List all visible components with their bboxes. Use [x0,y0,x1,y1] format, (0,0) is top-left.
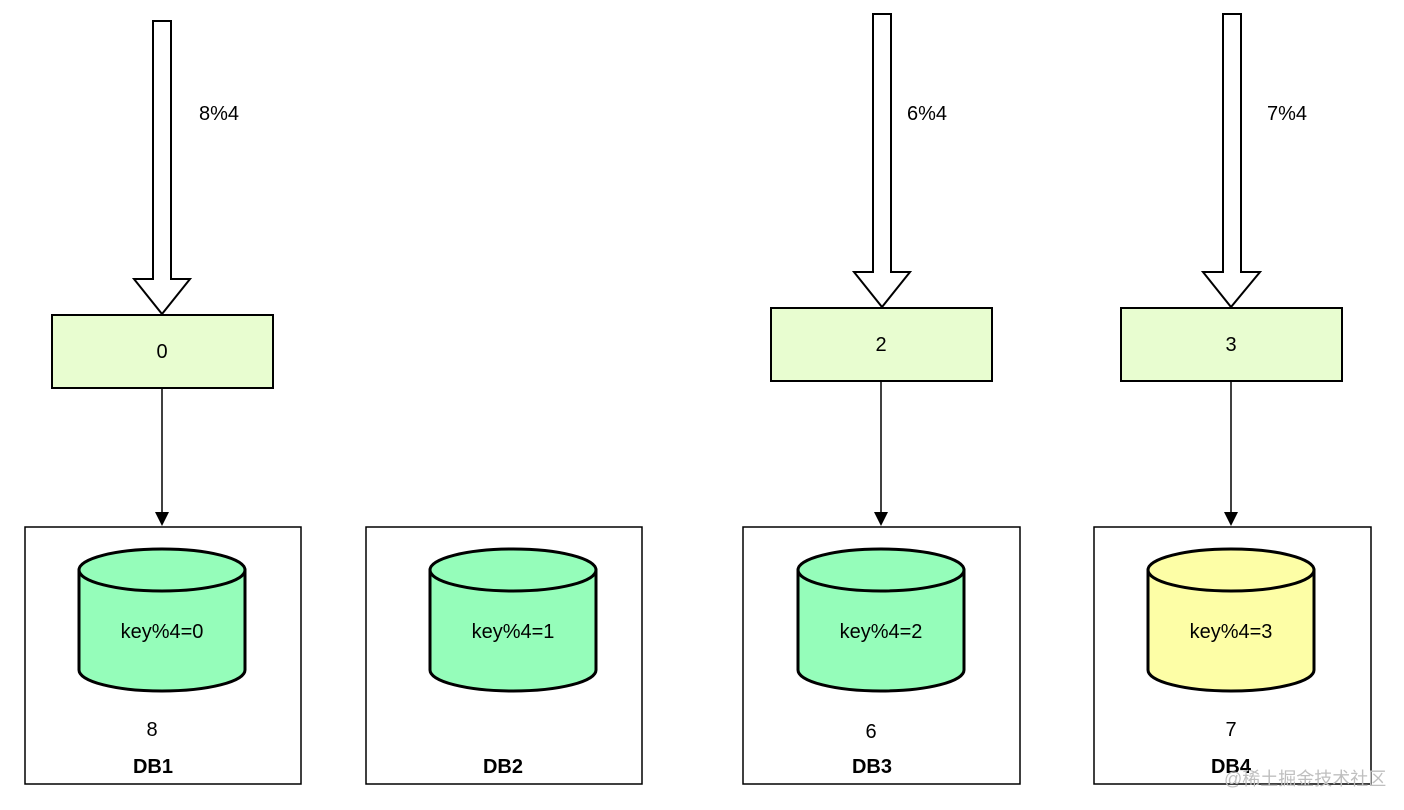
db-container-db3 [742,526,1021,785]
arrowhead-db3 [874,512,888,526]
db-name-db2: DB2 [482,756,524,778]
db-key-label-db4: key%4=3 [1189,621,1273,643]
input-arrow-db4 [1200,13,1263,309]
result-value-db3: 2 [875,334,887,356]
result-value-db4: 3 [1225,334,1237,356]
db-key-label-db3: key%4=2 [839,621,923,643]
input-arrow-db3 [851,13,913,309]
stored-value-db4: 7 [1225,719,1237,741]
database-icon-db4 [1146,547,1316,693]
db-name-db1: DB1 [132,756,174,778]
db-container-db1 [24,526,302,785]
db-name-db3: DB3 [851,756,893,778]
result-value-db1: 0 [156,341,168,363]
database-icon-db1 [77,547,247,693]
arrowhead-db4 [1224,512,1238,526]
db-key-label-db2: key%4=1 [471,621,555,643]
stored-value-db1: 8 [146,719,158,741]
input-label-db3: 6%4 [907,103,948,125]
db-name-db4: DB4 [1210,756,1252,778]
input-arrow-db1 [131,20,193,316]
database-icon-db2 [428,547,598,693]
stored-value-db3: 6 [865,721,877,743]
arrowhead-db1 [155,512,169,526]
input-label-db1: 8%4 [199,103,240,125]
db-container-db4 [1093,526,1372,785]
result-box-db1 [51,314,274,389]
input-label-db4: 7%4 [1267,103,1308,125]
watermark: @稀土掘金技术社区 [1224,769,1387,789]
db-key-label-db1: key%4=0 [120,621,204,643]
result-box-db4 [1120,307,1343,382]
db-container-db2 [365,526,643,785]
database-icon-db3 [796,547,966,693]
